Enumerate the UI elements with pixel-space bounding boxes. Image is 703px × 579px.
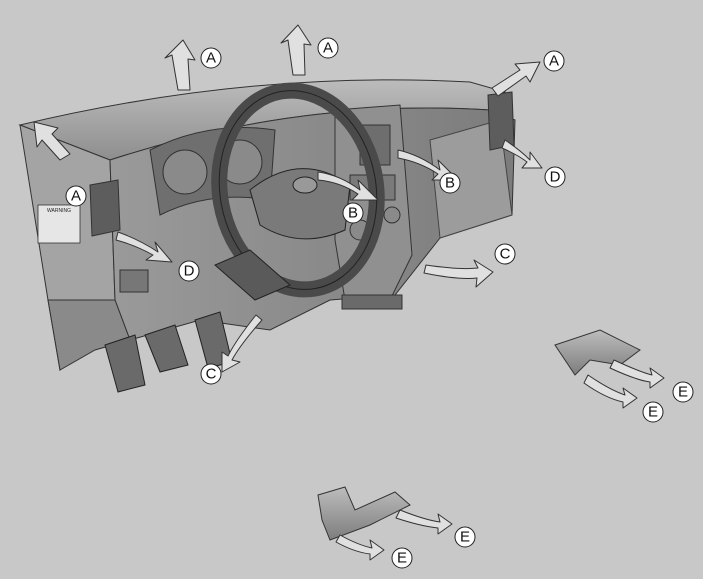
label-e4-text: E	[397, 550, 407, 567]
label-a2: A	[317, 37, 339, 59]
label-d2: D	[544, 166, 566, 188]
label-e1: E	[672, 381, 694, 403]
label-b1: B	[342, 202, 364, 224]
label-group: A A A A B B C C D D E E E E	[65, 37, 694, 569]
label-b2-text: B	[445, 175, 455, 192]
label-e2: E	[642, 401, 664, 423]
label-d2-text: D	[550, 169, 561, 186]
label-a1-text: A	[206, 50, 216, 67]
label-a4-text: A	[71, 188, 81, 205]
label-e1-text: E	[678, 384, 688, 401]
label-a4: A	[65, 185, 87, 207]
label-e2-text: E	[648, 404, 658, 421]
airflow-arrows	[33, 24, 665, 561]
label-d1: D	[178, 260, 200, 282]
label-b1-text: B	[348, 205, 358, 222]
label-c2: C	[200, 363, 222, 385]
label-a1: A	[200, 47, 222, 69]
label-a3-text: A	[549, 53, 559, 70]
pedals	[104, 311, 233, 393]
label-a3: A	[543, 50, 565, 72]
label-e4: E	[391, 547, 413, 569]
steering-wheel	[211, 82, 385, 301]
floor-duct-center	[317, 486, 411, 541]
label-e3-text: E	[460, 529, 470, 546]
label-c2-text: C	[206, 366, 217, 383]
label-a2-text: A	[323, 40, 333, 57]
label-d1-text: D	[184, 263, 195, 280]
label-b2: B	[439, 172, 461, 194]
label-e3: E	[454, 526, 476, 548]
label-c1-text: C	[500, 246, 511, 263]
warning-sticker-text: WARNING	[47, 208, 71, 214]
label-c1: C	[494, 243, 516, 265]
